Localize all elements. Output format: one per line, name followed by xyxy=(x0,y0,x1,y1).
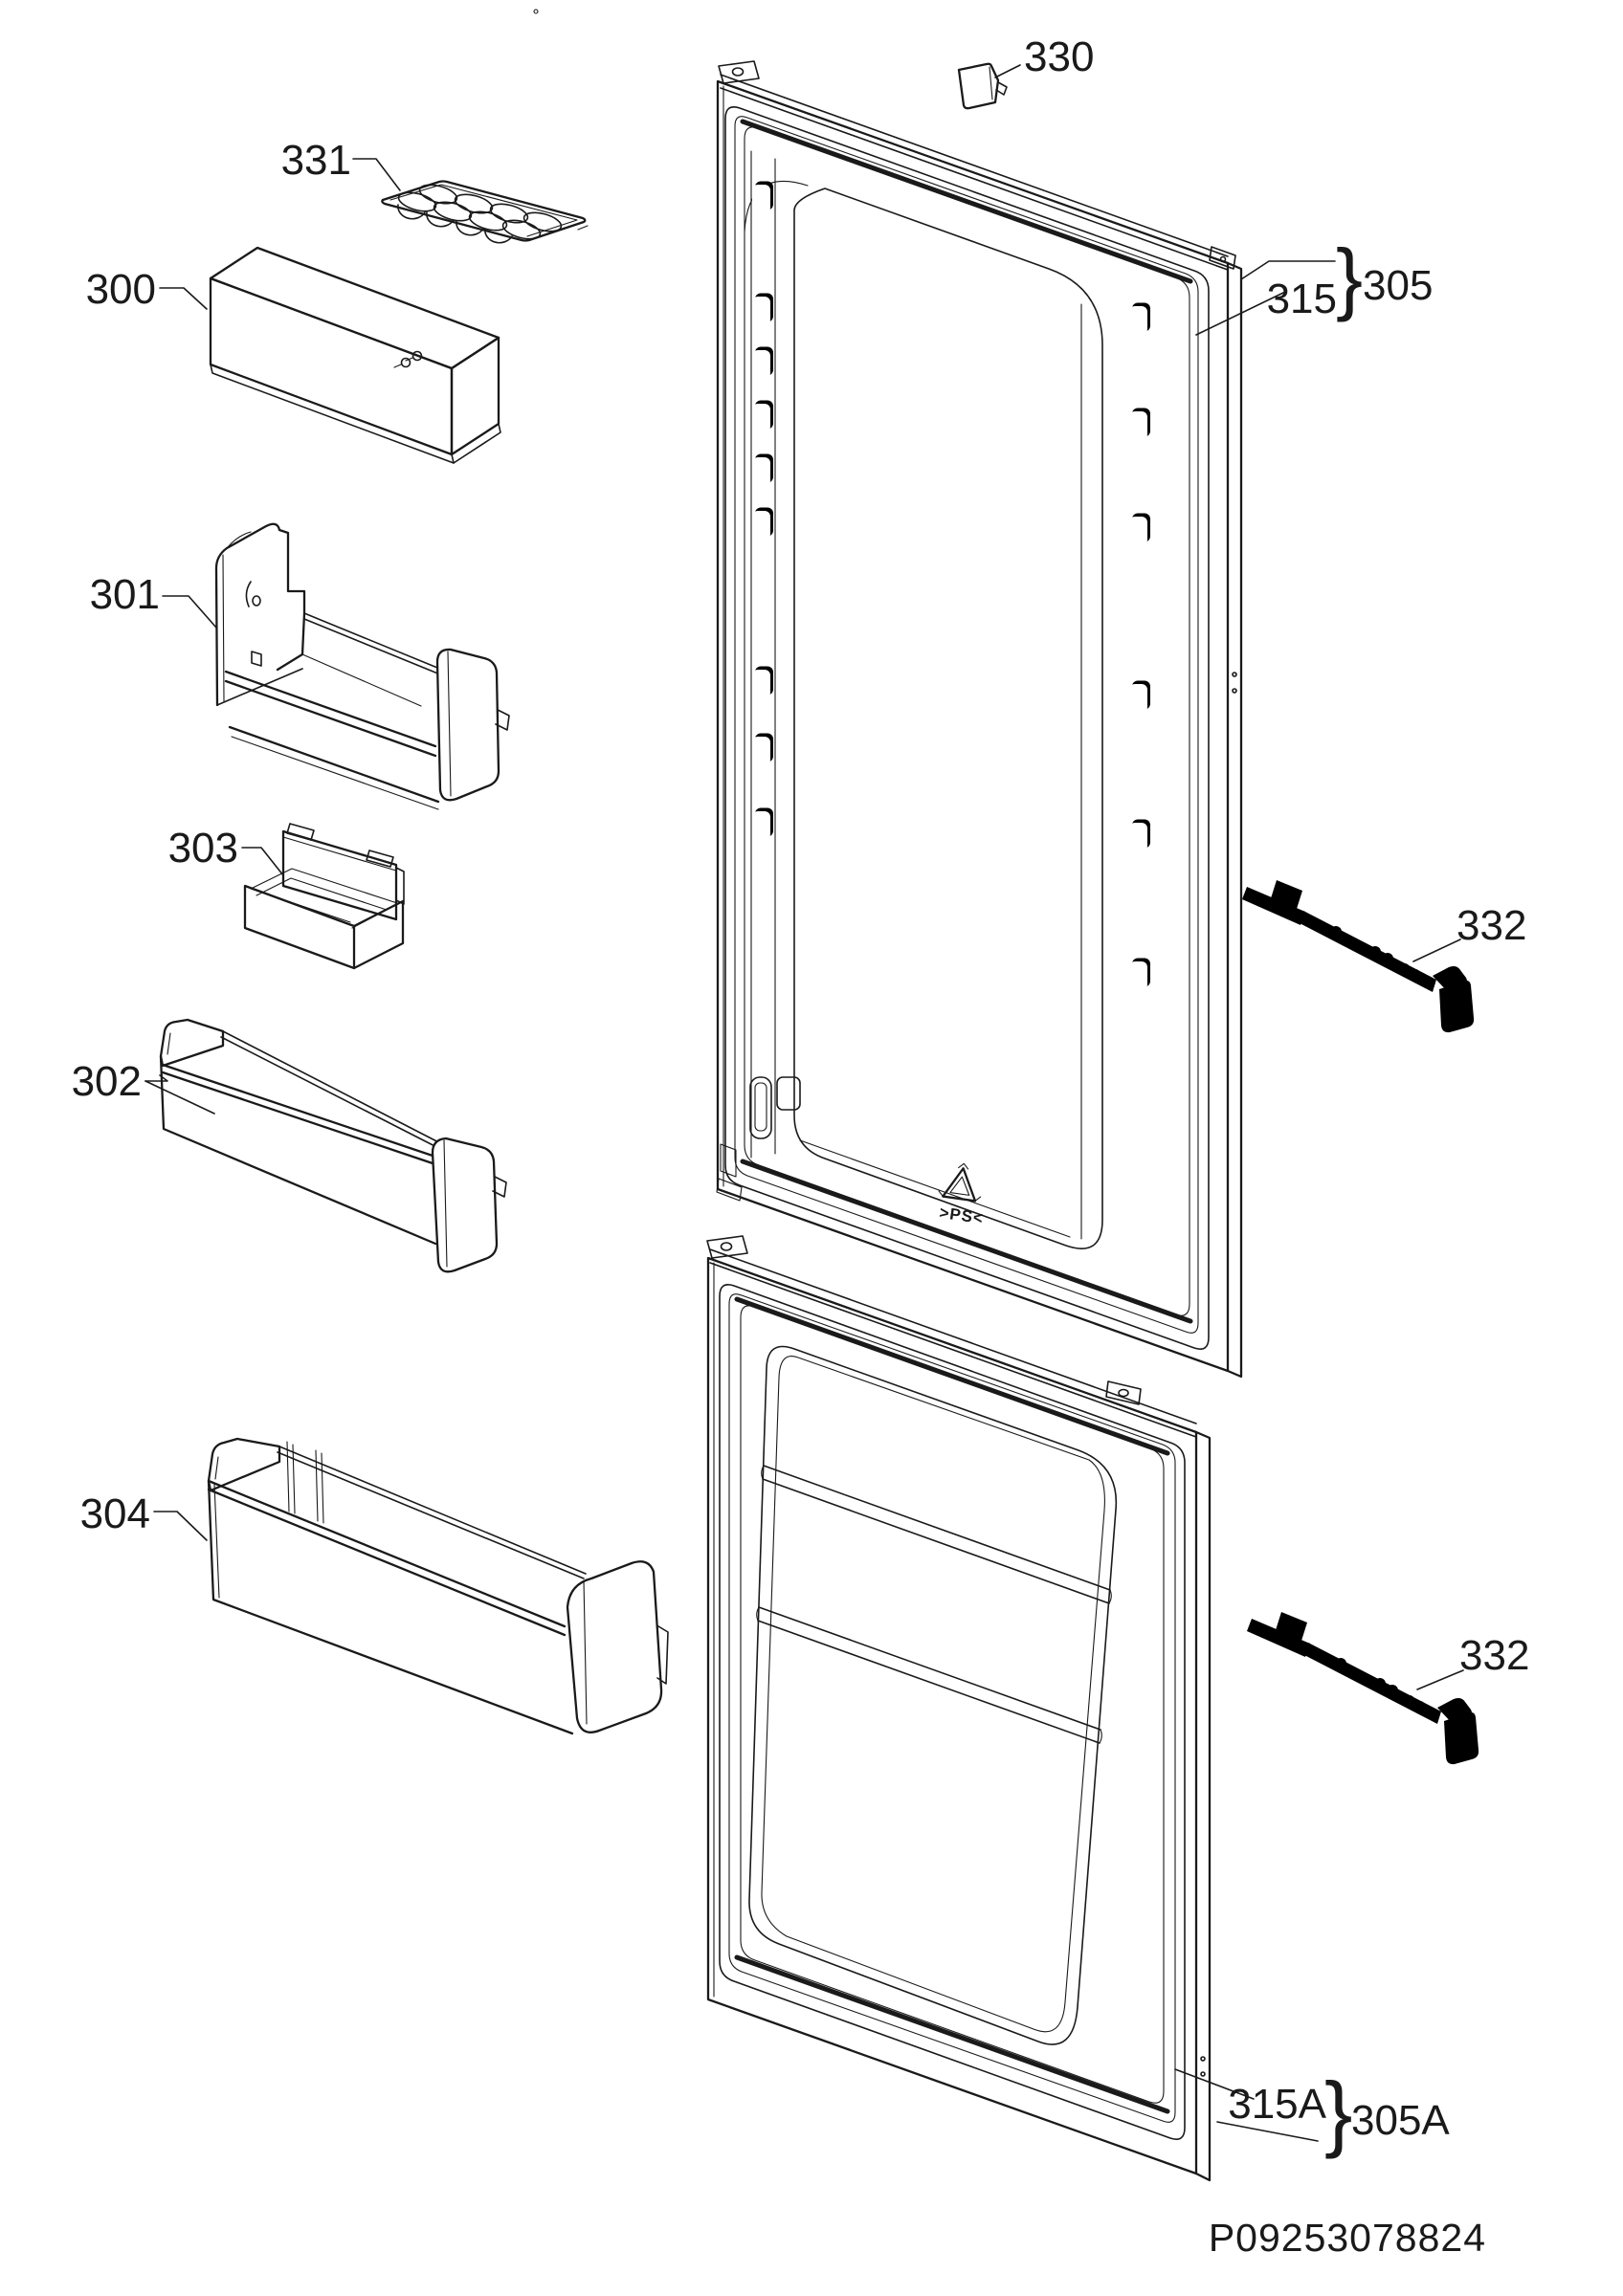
cover-box-part xyxy=(209,246,501,464)
lower-bin-part xyxy=(207,1437,669,1735)
callout-302: 302 xyxy=(72,1058,142,1105)
callout-300: 300 xyxy=(86,266,156,313)
print-speck xyxy=(533,9,539,14)
callout-330: 330 xyxy=(1024,33,1094,80)
callout-315A: 315A xyxy=(1228,2081,1326,2128)
callout-331: 331 xyxy=(281,137,351,184)
callout-332-lower: 332 xyxy=(1459,1632,1529,1679)
lower-door-assembly xyxy=(706,1235,1212,2182)
top-cap-part xyxy=(957,62,1008,110)
slide-rail-upper xyxy=(1242,880,1475,1033)
callout-labels: 331 300 301 303 302 304 330 315 } 305 33… xyxy=(72,33,1530,2260)
callout-301: 301 xyxy=(90,571,160,618)
brace-upper: } xyxy=(1336,232,1363,322)
middle-bin-part xyxy=(159,1018,507,1273)
callout-305A: 305A xyxy=(1351,2097,1450,2144)
upper-door-shelf-part xyxy=(214,522,510,810)
callout-315: 315 xyxy=(1267,276,1337,322)
door-material-marking: >PS< xyxy=(938,1203,985,1227)
callout-304: 304 xyxy=(80,1490,150,1537)
callout-303: 303 xyxy=(168,825,238,872)
document-number: P09253078824 xyxy=(1209,2216,1486,2260)
callout-305: 305 xyxy=(1363,262,1433,309)
slide-rail-lower xyxy=(1247,1612,1479,1765)
small-bin-part xyxy=(243,823,405,970)
brace-lower: } xyxy=(1324,2064,1352,2159)
egg-tray-part xyxy=(381,180,589,244)
recycle-icon xyxy=(938,1162,982,1203)
upper-door-assembly: >PS< xyxy=(716,60,1243,1379)
callout-leader-lines xyxy=(145,64,1464,2142)
callout-332-upper: 332 xyxy=(1456,902,1526,949)
